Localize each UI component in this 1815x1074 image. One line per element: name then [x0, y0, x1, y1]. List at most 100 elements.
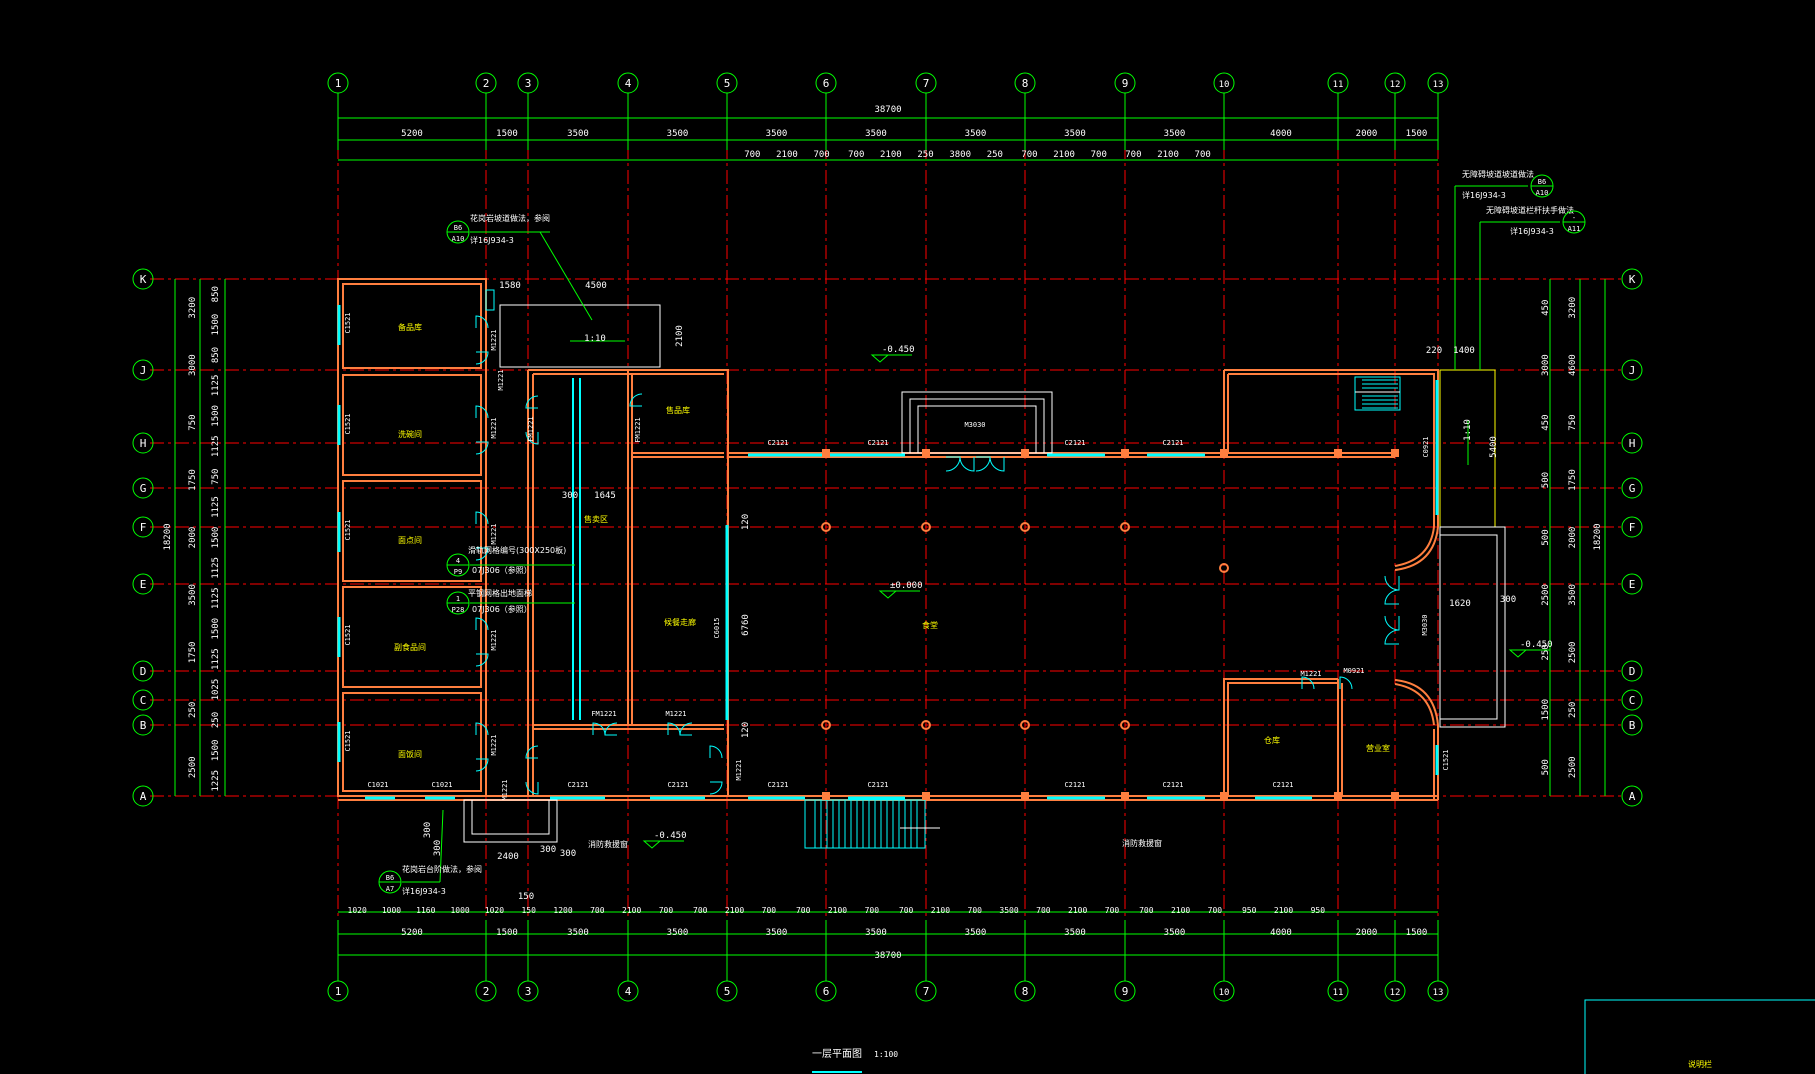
room-label: 洗碗间: [398, 429, 422, 439]
axis-label: G: [140, 482, 147, 495]
note-text: 07J306（参照）: [472, 604, 532, 614]
dim-bottom-sub: 700: [796, 906, 811, 915]
dim-top-sub: 3800: [949, 150, 971, 160]
note-text: 平钢网格出地面梯: [468, 588, 532, 598]
axis-label: 5: [724, 77, 731, 90]
axis-label: E: [1629, 578, 1636, 591]
dim-dims_left: 1500: [211, 618, 221, 640]
dim-dims_left: 1125: [211, 557, 221, 579]
axis-label: C: [1629, 694, 1636, 707]
dim-dims_right: 1500: [1541, 699, 1551, 721]
axis-label: 10: [1219, 80, 1230, 90]
axis-label: J: [1629, 364, 1636, 377]
axis-bubble-F: [132, 516, 154, 538]
axis-label: 12: [1390, 80, 1401, 90]
column: [822, 792, 830, 800]
axis-label: 6: [823, 985, 830, 998]
opening-tag: C1521: [1442, 749, 1450, 770]
opening-tag: M1221: [490, 329, 498, 350]
dim-dims_left_mid: 2000: [188, 527, 198, 549]
dim-dims_left_mid: 3200: [188, 297, 198, 319]
dim-bottom-sub: 700: [590, 906, 605, 915]
axis-bubble-B: [132, 714, 154, 736]
drawing-scale: 1:100: [874, 1050, 898, 1059]
axis-label: H: [140, 437, 147, 450]
room-label: 面饭间: [398, 749, 422, 759]
dim-top-total: 38700: [874, 105, 901, 115]
dim-dims_left: 1225: [211, 770, 221, 792]
dim-top: 1500: [1406, 129, 1428, 139]
misc-dim: 2400: [497, 852, 519, 862]
dim-bottom-sub: 2100: [725, 906, 744, 915]
door-swing: [709, 781, 723, 795]
misc-dim: 300: [1500, 595, 1516, 605]
opening-tag: M0921: [1343, 667, 1364, 675]
axis-label: 5: [724, 985, 731, 998]
column: [1391, 792, 1399, 800]
dim-top-sub: 700: [744, 150, 760, 160]
column: [921, 522, 931, 532]
axis-label: 2: [483, 77, 490, 90]
axis-bubble-G: [132, 477, 154, 499]
dim-top-sub: 250: [987, 150, 1003, 160]
note-text: 详16J934-3: [1510, 226, 1554, 236]
column: [1220, 449, 1228, 457]
dim-top: 3500: [865, 129, 887, 139]
elevation-text: -0.450: [882, 345, 915, 355]
misc-dim: 220: [1426, 346, 1442, 356]
column: [922, 792, 930, 800]
dim-bottom-sub: 2100: [828, 906, 847, 915]
opening-tag: C2121: [1272, 781, 1293, 789]
callout-bottom: A7: [386, 885, 394, 893]
dim-dims_left: 1125: [211, 435, 221, 457]
column: [1120, 720, 1130, 730]
opening-tag: M1221: [497, 369, 505, 390]
opening-tag: M1221: [490, 629, 498, 650]
column: [1021, 449, 1029, 457]
door-swing: [604, 722, 618, 736]
dim-bottom-sub: 700: [1208, 906, 1223, 915]
door-swing: [1301, 676, 1315, 690]
opening-tag: FM1221: [527, 416, 535, 441]
columns: [821, 449, 1399, 800]
elevation-text: ±0.000: [890, 581, 923, 591]
column: [1121, 449, 1129, 457]
misc-dim: 300: [540, 845, 556, 855]
leader-lines: [402, 185, 1560, 883]
dim-bottom-sub: 150: [521, 906, 536, 915]
dim-bottom-sub: 1020: [485, 906, 504, 915]
dim-top: 5200: [401, 129, 423, 139]
dim-bottom-sub: 2100: [1274, 906, 1293, 915]
misc-dim: 1400: [1453, 346, 1475, 356]
dim-dims_left_mid: 3500: [188, 584, 198, 606]
door-swing: [1339, 676, 1353, 690]
room-label: 售卖区: [584, 514, 608, 524]
axis-bubble-G: [1621, 477, 1643, 499]
dim-top: 3500: [667, 129, 689, 139]
axis-bubble-E: [1621, 573, 1643, 595]
axis-label: B: [140, 719, 147, 732]
room-label: 售品库: [666, 405, 690, 415]
stairs: [804, 376, 1401, 849]
door-swing: [475, 617, 489, 631]
axis-bubble-A: [1621, 785, 1643, 807]
dim-dims_right_mid: 4600: [1568, 354, 1578, 376]
axis-label: G: [1629, 482, 1636, 495]
dim-dims_left_mid: 750: [188, 414, 198, 430]
dim-bottom: 4000: [1270, 928, 1292, 938]
note-text: 消防救援窗: [588, 839, 628, 849]
axis-bubble-E: [132, 573, 154, 595]
column: [1020, 720, 1030, 730]
door-swing: [989, 456, 1005, 472]
axis-bubble-B: [1621, 714, 1643, 736]
axis-label: 2: [483, 985, 490, 998]
dim-dims_right: 450: [1541, 300, 1551, 316]
callout-top: B6: [454, 224, 462, 232]
opening-tag: M1221: [490, 417, 498, 438]
misc-dim: 1645: [594, 491, 616, 501]
dim-dims_right_mid: 750: [1568, 414, 1578, 430]
dim-top-sub: 250: [917, 150, 933, 160]
dim-top: 1500: [496, 129, 518, 139]
axis-label: 3: [525, 985, 532, 998]
